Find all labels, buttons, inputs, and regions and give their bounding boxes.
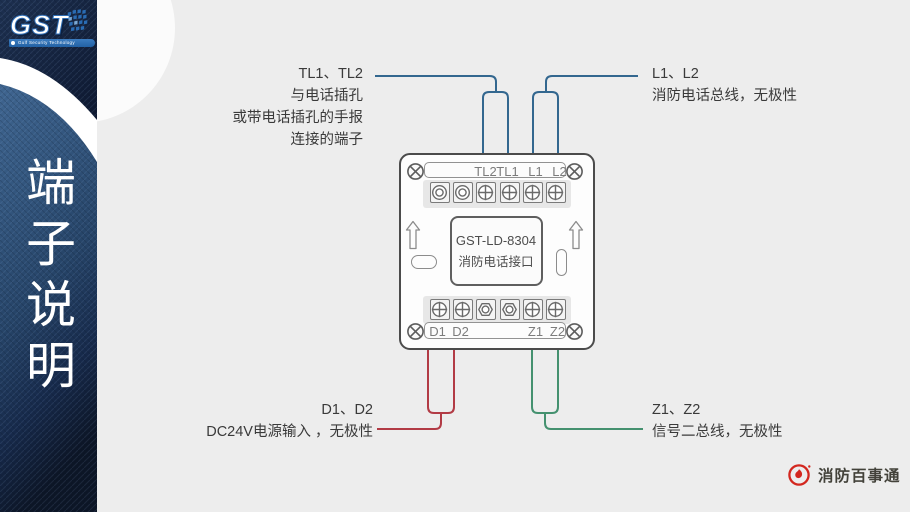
annotation-line: DC24V电源输入 ，无极性 xyxy=(206,424,373,440)
annotation-l-terminals: L1、L2 消防电话总线，无极性 xyxy=(652,63,797,107)
corner-screw-icon xyxy=(407,163,424,180)
white-crescent xyxy=(0,58,97,162)
footer-brand: 消防百事通 xyxy=(787,462,901,488)
terminal-label-z2: Z2 xyxy=(549,324,566,339)
panel-body-texture xyxy=(0,84,97,512)
corner-screw-icon xyxy=(407,323,424,340)
annotation-z-terminals: Z1、Z2 信号二总线，无极性 xyxy=(652,399,783,443)
device-module: TL2 TL1 L1 L2 GST-LD-8304 消防电话接口 xyxy=(399,153,595,350)
annotation-line: 与电话插孔 xyxy=(290,88,364,104)
gst-tagline: Gulf Security Technology xyxy=(18,40,75,45)
wire-l-lead xyxy=(545,75,638,92)
annotation-tl-terminals: TL1、TL2 与电话插孔 或带电话插孔的手报 连接的端子 xyxy=(233,63,364,151)
module-label: 消防电话接口 xyxy=(458,254,534,269)
footer-brand-text: 消防百事通 xyxy=(818,468,901,485)
terminal-label-d1: D1 xyxy=(429,324,446,339)
phillips-screw-icon xyxy=(522,298,543,320)
annotation-line: TL1、TL2 xyxy=(298,66,363,82)
corner-screw-icon xyxy=(566,163,583,180)
hex-screw-icon xyxy=(499,298,520,320)
phillips-screw-icon xyxy=(499,182,520,203)
terminal-label-d2: D2 xyxy=(452,324,469,339)
gst-bar-emblem-icon xyxy=(11,40,15,45)
annotation-d-terminals: D1、D2 DC24V电源输入 ，无极性 xyxy=(206,399,373,443)
annotation-line: Z1、Z2 xyxy=(652,402,701,418)
top-terminal-strip xyxy=(423,161,566,178)
terminal-label-tl2: TL2 xyxy=(474,163,497,179)
annotation-line: D1、D2 xyxy=(321,402,373,418)
corner-screw-icon xyxy=(566,323,583,340)
annotation-line: 信号二总线，无极性 xyxy=(652,424,783,440)
wire-z-lead xyxy=(544,413,643,430)
phillips-screw-icon xyxy=(452,298,473,320)
wire-d-lead xyxy=(377,413,442,430)
annotation-line: L1、L2 xyxy=(652,66,699,82)
phillips-screw-icon xyxy=(545,298,566,320)
up-arrow-icon xyxy=(405,220,421,250)
ring-terminal-icon xyxy=(429,182,450,203)
terminal-label-l2: L2 xyxy=(552,163,567,179)
gst-logo-bar: Gulf Security Technology xyxy=(9,38,95,47)
sidebar-title: 端子说明 xyxy=(19,156,75,400)
fire-brand-icon xyxy=(788,464,811,486)
phillips-screw-icon xyxy=(475,182,496,203)
module-model: GST-LD-8304 xyxy=(455,232,537,248)
phillips-screw-icon xyxy=(545,182,566,203)
phillips-screw-icon xyxy=(522,182,543,203)
wire-d-sleeve xyxy=(427,347,455,414)
wire-tl-lead xyxy=(375,75,497,92)
wire-z-sleeve xyxy=(531,347,559,414)
annotation-line: 连接的端子 xyxy=(290,132,364,148)
up-arrow-icon xyxy=(568,220,584,250)
annotation-line: 消防电话总线，无极性 xyxy=(652,88,797,104)
terminal-label-tl1: TL1 xyxy=(496,163,519,179)
module-nameplate: GST-LD-8304 消防电话接口 xyxy=(449,215,543,286)
horizontal-slot xyxy=(410,254,437,269)
terminal-label-z1: Z1 xyxy=(527,324,544,339)
annotation-line: 或带电话插孔的手报 xyxy=(232,110,364,126)
gst-logo-text: GST xyxy=(10,10,69,41)
terminal-label-l1: L1 xyxy=(528,163,543,179)
gst-flag-icon xyxy=(67,9,88,32)
ring-terminal-icon xyxy=(452,182,473,203)
wire-l-sleeve xyxy=(532,91,559,157)
hex-screw-icon xyxy=(475,298,496,320)
bottom-terminal-strip xyxy=(423,321,566,339)
vertical-slot xyxy=(555,248,567,276)
phillips-screw-icon xyxy=(429,298,450,320)
wire-tl-sleeve xyxy=(482,91,509,157)
